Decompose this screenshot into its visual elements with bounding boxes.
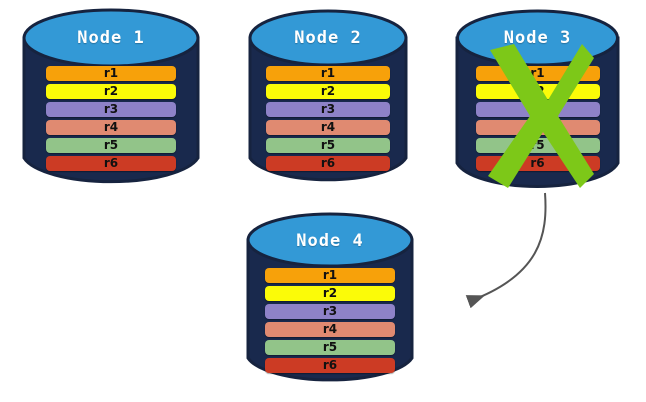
row-stack-node2: r1 r2 r3 r4 r5 r6 [248,66,408,171]
data-row-r4: r4 [46,120,176,135]
row-stack-node1: r1 r2 r3 r4 r5 r6 [22,66,200,171]
data-row-r6: r6 [46,156,176,171]
data-row-r2: r2 [265,286,395,301]
data-row-r5: r5 [475,138,600,153]
data-row-r5: r5 [46,138,176,153]
data-row-r1: r1 [46,66,176,81]
data-row-r5: r5 [266,138,390,153]
data-row-r6: r6 [266,156,390,171]
data-row-r3: r3 [266,102,390,117]
data-row-r2: r2 [46,84,176,99]
data-row-r5: r5 [265,340,395,355]
data-row-r2: r2 [475,84,600,99]
row-stack-node3: r1 r2 r3 r4 r5 r6 [455,66,620,171]
data-row-r3: r3 [46,102,176,117]
data-row-r2: r2 [266,84,390,99]
data-row-r4: r4 [265,322,395,337]
row-stack-node4: r1 r2 r3 r4 r5 r6 [246,268,414,373]
data-row-r6: r6 [265,358,395,373]
data-row-r4: r4 [475,120,600,135]
data-row-r1: r1 [266,66,390,81]
data-row-r4: r4 [266,120,390,135]
data-row-r3: r3 [475,102,600,117]
data-row-r6: r6 [475,156,600,171]
data-row-r1: r1 [475,66,600,81]
data-row-r1: r1 [265,268,395,283]
data-row-r3: r3 [265,304,395,319]
